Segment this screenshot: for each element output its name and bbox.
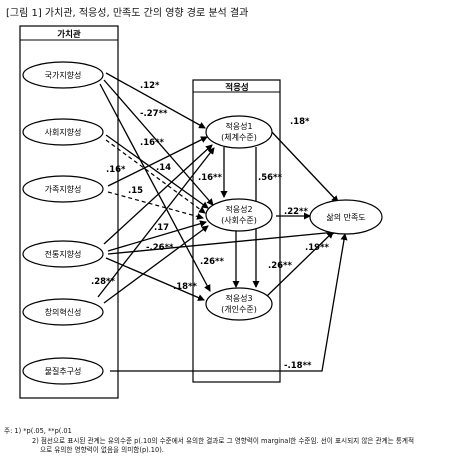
path-family-adapt1 (107, 136, 208, 187)
coef-family-adapt2-a: .14 (156, 163, 171, 173)
values-group-box (19, 25, 119, 399)
path-tradition-adapt1 (103, 144, 213, 245)
node-adapt2 (205, 198, 273, 232)
values-group-title: 가치관 (57, 29, 81, 40)
node-social-label: 사회지향성 (45, 128, 82, 137)
node-national-label: 국가지향성 (45, 71, 82, 80)
coef-adapt1-satisfaction: .18* (290, 117, 310, 127)
coef-tradition-adapt2: -.26** (146, 243, 174, 253)
node-creative (22, 298, 104, 326)
path-national-adapt1 (105, 72, 206, 129)
coef-adapt1-adapt3: .56** (258, 173, 283, 183)
node-satisfaction (309, 199, 383, 235)
path-material-satisfaction (110, 233, 348, 372)
node-material (22, 357, 104, 385)
node-creative-label: 창의혁신성 (45, 307, 82, 317)
node-tradition-label: 전통지향성 (45, 249, 82, 259)
node-adapt1-label-1: 적응성1 (225, 121, 252, 131)
adaptation-group-title: 적응성 (225, 82, 248, 93)
node-adapt2-label-2: (사회수준) (221, 216, 257, 225)
coef-family-adapt1: .16* (106, 165, 126, 175)
path-adapt3-satisfaction (265, 231, 334, 298)
note-line-1: 주: 1) *p(.05, **p(.01 (4, 427, 72, 435)
figure-caption: [그림 1] 가치관, 적응성, 만족도 간의 영향 경로 분석 결과 (6, 8, 249, 19)
node-adapt3 (205, 287, 273, 321)
coef-national-adapt2: -.27** (140, 109, 168, 119)
note-line-2: 2) 점선으로 표시된 관계는 유의수준 p(.10의 수준에서 유의한 결과로… (32, 436, 415, 445)
node-adapt1-label-2: (체계수준) (221, 132, 257, 142)
node-tradition (22, 240, 104, 268)
node-adapt3-label-2: (개인수준) (221, 304, 257, 314)
node-family (22, 175, 104, 203)
coef-creative-adapt1: .28** (91, 277, 116, 287)
path-national-adapt3 (99, 83, 211, 292)
node-national (22, 61, 104, 89)
node-adapt3-label-1: 적응성3 (225, 293, 252, 303)
path-national-adapt2 (103, 79, 214, 206)
coef-adapt2-adapt3: .26** (200, 257, 225, 267)
figure-notes: 주: 1) *p(.05, **p(.01 2) 점선으로 표시된 관계는 유의… (4, 427, 452, 456)
path-adapt1-satisfaction (269, 129, 339, 203)
note-line-3: 으로 유의한 영향력이 없음을 의미함(p).10). (40, 446, 164, 454)
path-tradition-adapt2 (107, 220, 207, 252)
coef-adapt2-satisfaction: .22** (284, 207, 309, 217)
coef-tradition-adapt3: .18** (173, 282, 198, 292)
coef-material-satisfaction: -.18** (284, 361, 312, 371)
coef-adapt3-satisfaction: .26** (268, 261, 293, 271)
coef-adapt1-adapt2: .16** (198, 173, 223, 183)
node-family-label: 가족지향성 (45, 185, 82, 194)
coef-social-adapt2: .16** (140, 138, 165, 148)
node-adapt1 (205, 115, 273, 149)
node-social (22, 118, 104, 146)
adaptation-group-box (192, 79, 281, 383)
node-material-label: 물질추구성 (45, 367, 82, 376)
path-tradition-satisfaction (107, 229, 337, 255)
path-social-adapt2 (105, 134, 209, 209)
path-creative-adapt2 (103, 225, 209, 304)
path-social-adapt2-dashed (105, 139, 206, 214)
coef-tradition-satisfaction: .19** (305, 243, 330, 253)
path-family-adapt2-dashed (107, 191, 204, 220)
coef-tradition-adapt1: .17 (154, 223, 169, 233)
coef-national-adapt1: .12* (140, 81, 160, 91)
coef-family-adapt2-b: .15 (128, 186, 143, 196)
path-creative-adapt1 (97, 147, 215, 298)
node-adapt2-label-1: 적응성2 (225, 204, 252, 214)
node-satisfaction-label: 삶의 만족도 (326, 212, 365, 222)
path-tradition-adapt3 (105, 257, 205, 301)
